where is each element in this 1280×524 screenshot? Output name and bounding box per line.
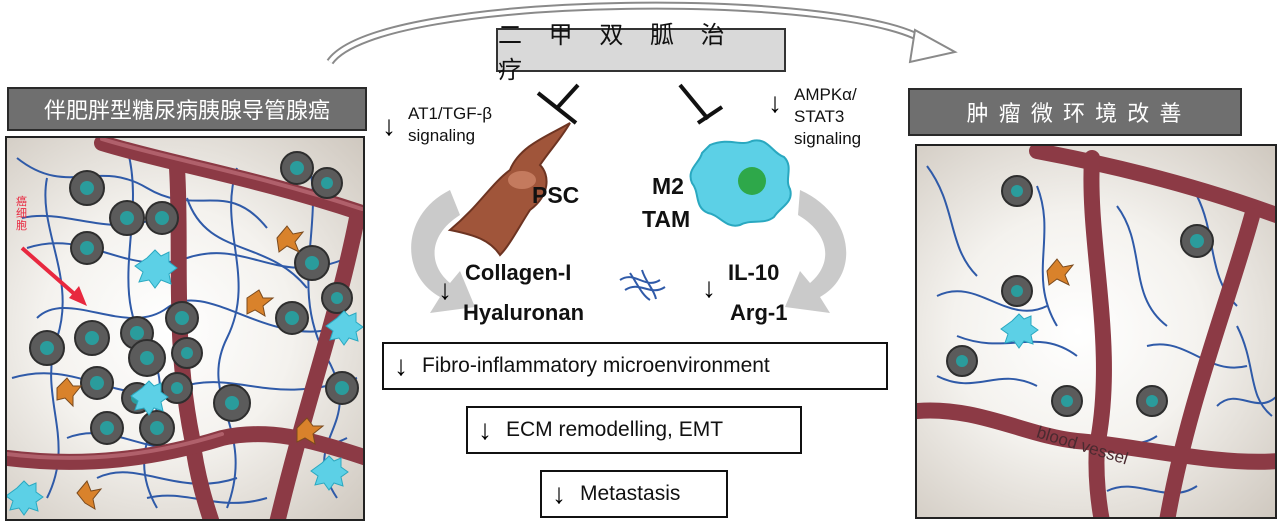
signaling-label-left: signaling [408,126,476,145]
outcome-box-metastasis: ↓ Metastasis [540,470,728,518]
psc-label: PSC [532,182,580,208]
right-gray-arrow-icon [785,190,847,313]
tam-label: TAM [642,206,691,232]
right-tumor-panel: blood vessel [915,144,1277,519]
ampk-label: AMPKα/ [794,85,857,104]
il10-label: IL-10 [728,260,780,285]
curved-arrow-icon [326,1,958,65]
outcome-box-ecm: ↓ ECM remodelling, EMT [466,406,802,454]
outcome-fibro-label: Fibro-inflammatory microenvironment [422,354,770,377]
tumor-microenvironment-illustration [7,138,363,519]
psc-cell-icon [447,122,571,257]
fiber-icon [619,269,666,301]
stat3-label: STAT3 [794,107,845,126]
treatment-title: 二 甲 双 胍 治 疗 [496,22,786,84]
m2-label: M2 [652,173,684,199]
outcome-ecm-label: ECM remodelling, EMT [506,418,724,441]
arg1-label: Arg-1 [730,300,788,325]
collagen-label: Collagen-I [465,260,572,285]
mechanism-graphics [411,83,847,313]
left-tumor-panel: 癌细胞 [5,136,365,521]
left-panel-header: 伴肥胖型糖尿病胰腺导管腺癌 [7,87,367,131]
left-gray-arrow-icon [411,190,475,313]
signaling-label-right: signaling [794,129,862,148]
down-arrow-icon: ↓ [702,272,716,303]
improved-microenvironment-illustration [917,146,1275,517]
right-panel-header: 肿 瘤 微 环 境 改 善 [908,88,1242,136]
down-arrow-icon: ↓ [394,350,408,381]
down-arrow-icon: ↓ [382,110,396,141]
outcome-metastasis-label: Metastasis [580,482,681,505]
down-arrow-icon: ↓ [478,414,492,445]
down-arrow-icon: ↓ [438,274,452,305]
down-arrow-icon: ↓ [552,478,566,509]
outcome-box-fibro: ↓ Fibro-inflammatory microenvironment [382,342,888,390]
cancer-cell-annotation: 癌细胞 [16,196,27,232]
down-arrow-icon: ↓ [768,87,782,118]
cancer-cells [29,151,359,446]
at1-tgf-label: AT1/TGF-β [408,104,493,123]
hyaluronan-label: Hyaluronan [463,300,585,325]
